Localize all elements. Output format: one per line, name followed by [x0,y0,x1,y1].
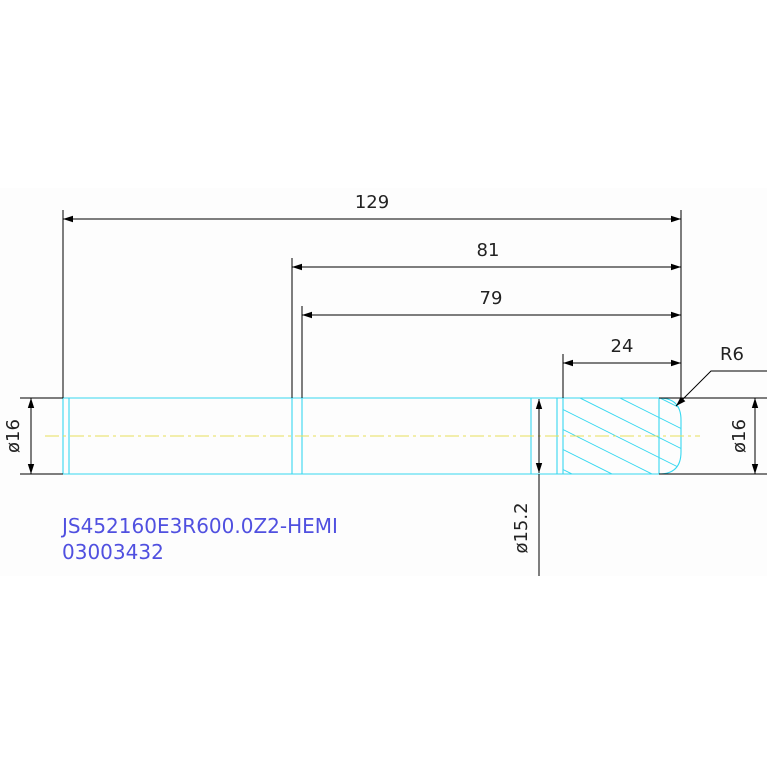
dim-text-81: 81 [477,240,500,261]
dim-text-79: 79 [480,288,503,309]
dim-text-dia-right: ø16 [729,419,750,453]
dim-text-24: 24 [611,336,634,357]
section-hatch [563,398,681,474]
dim-text-129: 129 [355,192,389,213]
dim-text-dia-groove: ø15.2 [511,502,532,553]
part-number-label: JS452160E3R600.0Z2-HEMI [60,514,338,538]
drawing-number-label: 03003432 [62,540,164,564]
radius-leader [675,370,767,407]
dim-text-dia-left: ø16 [3,419,24,453]
dim-text-radius: R6 [720,344,744,365]
drawing-sheet [0,188,767,576]
